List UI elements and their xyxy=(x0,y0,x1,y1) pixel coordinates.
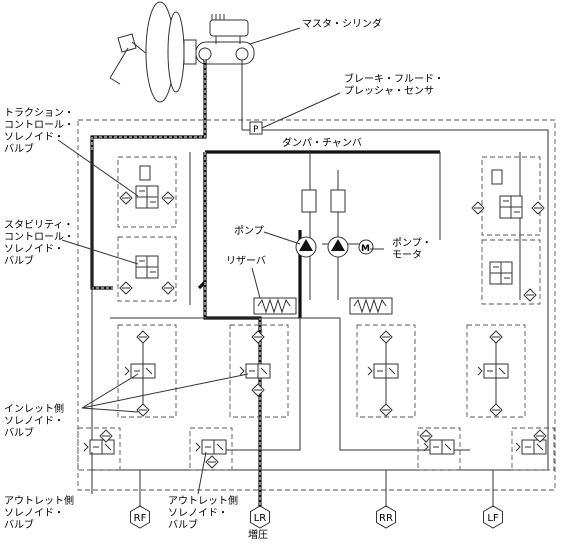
motor-symbol: M xyxy=(361,244,370,254)
wheel-terminal-rr: RR xyxy=(376,505,396,529)
wheel-terminals: RF LR RR LF xyxy=(130,505,503,529)
inlet-valve-lr xyxy=(229,324,289,418)
wheel-label: LR xyxy=(254,513,267,524)
label-stability-valve: スタビリティ・ コントロール・ ソレノイド・ バルブ xyxy=(4,220,74,267)
leader-lines xyxy=(57,27,384,495)
traction-control-valve-right xyxy=(471,156,545,236)
hydraulic-unit-outline xyxy=(77,119,556,491)
pressurised-line xyxy=(90,60,440,508)
label-outlet-valve-center: アウトレット側 ソレノイド・ バルブ xyxy=(168,496,238,531)
pressure-sensor-symbol: P xyxy=(253,125,259,135)
outlet-valve-lr xyxy=(189,427,233,471)
pump xyxy=(295,236,349,258)
wheel-terminal-lr: LR xyxy=(250,505,270,529)
brake-pedal xyxy=(109,33,149,85)
master-cylinder xyxy=(195,14,255,65)
label-damper-chamber: ダンパ・チャンバ xyxy=(282,138,362,149)
damper-chamber xyxy=(301,189,346,230)
wheel-terminal-rf: RF xyxy=(130,505,150,529)
inlet-valve-lf xyxy=(466,324,526,418)
pressure-sensor: P xyxy=(242,121,263,135)
label-master-cylinder: マスタ・シリンダ xyxy=(302,19,382,30)
label-reservoir: リザーバ xyxy=(226,256,266,267)
outlet-valve-rf xyxy=(77,427,121,471)
label-traction-valve: トラクション・ コントロール・ ソレノイド・ バルブ xyxy=(4,108,74,155)
outlet-valve-rr xyxy=(417,427,461,471)
wheel-label: LF xyxy=(487,513,499,524)
traction-control-valve-left xyxy=(117,156,177,228)
label-outlet-valve-left: アウトレット側 ソレノイド・ バルブ xyxy=(4,496,74,531)
label-pressure-sensor: ブレーキ・フルード・ プレッシャ・センサ xyxy=(344,74,444,97)
label-pump-motor: ポンプ・ モータ xyxy=(392,238,432,261)
circuit-lines xyxy=(91,60,549,508)
reservoir-left xyxy=(253,297,297,315)
stability-control-valve-left xyxy=(117,236,177,302)
outlet-valve-lf xyxy=(511,427,555,471)
stability-control-valve-right xyxy=(481,239,541,305)
wheel-terminal-lf: LF xyxy=(483,505,503,529)
inlet-valve-rr xyxy=(356,324,416,418)
wheel-label: RR xyxy=(379,513,393,524)
reservoir-right xyxy=(349,297,393,315)
label-inlet-valve: インレット側 ソレノイド・ バルブ xyxy=(4,404,64,439)
brake-booster xyxy=(145,1,197,103)
label-pressure-increase: 増圧 xyxy=(248,530,268,541)
inlet-valve-rf xyxy=(117,324,177,418)
wheel-label: RF xyxy=(134,513,147,524)
pump-motor: M xyxy=(358,239,374,255)
label-pump: ポンプ xyxy=(234,226,264,237)
